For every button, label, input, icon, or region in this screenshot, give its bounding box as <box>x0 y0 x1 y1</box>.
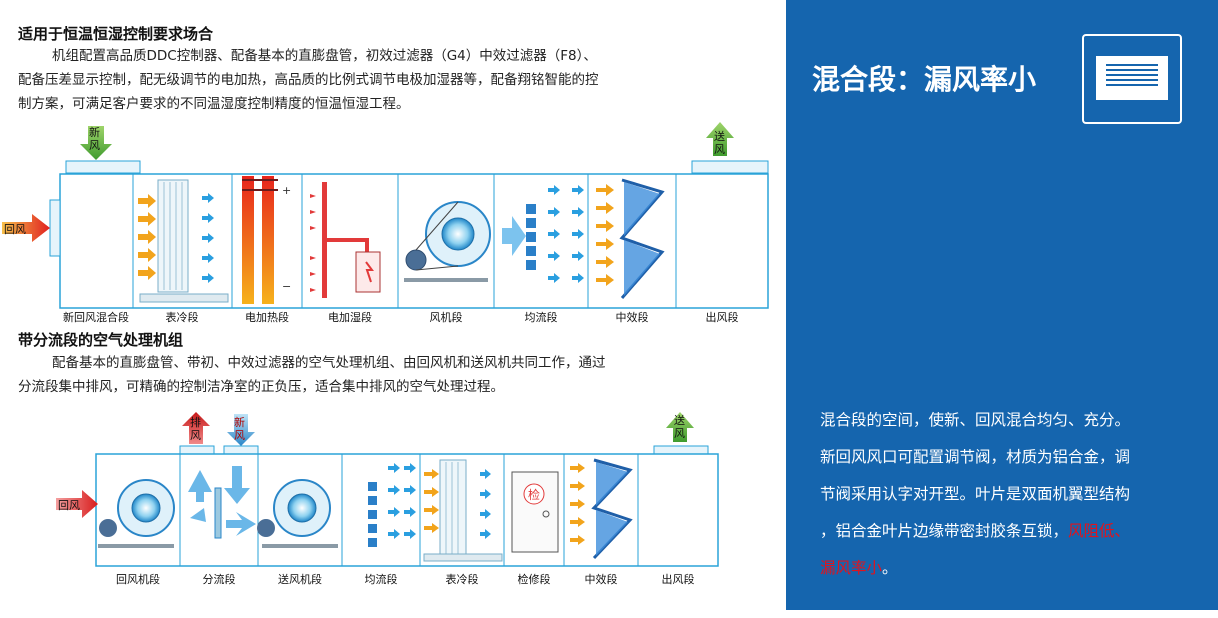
section1-paragraph: 机组配置高品质DDC控制器、配备基本的直膨盘管，初效过滤器（G4）中效过滤器（F… <box>18 44 763 116</box>
panel-line-5-tail: 。 <box>882 559 898 577</box>
panel-title: 混合段：漏风率小 <box>812 63 1037 96</box>
split-section <box>188 466 256 539</box>
segment2-label-filter: 中效段 <box>585 572 618 586</box>
medium-efficiency-filter <box>596 178 665 299</box>
flow-equalizer <box>502 185 584 283</box>
segment-label-fan: 风机段 <box>430 310 463 324</box>
section2-paragraph: 配备基本的直膨盘管、带初、中效过滤器的空气处理机组、由回风机和送风机共同工作，通… <box>18 351 763 399</box>
return-air-arrow <box>2 214 50 242</box>
louver-grille-icon <box>1082 34 1182 124</box>
return-air-label: 回风 <box>4 223 26 236</box>
panel-highlight-low-leakage: 漏风率小 <box>820 559 883 577</box>
ahu-diagram-1: 新 风 送 风 回风 <box>2 122 769 324</box>
segment-label-equalizer: 均流段 <box>525 310 558 324</box>
ahu-diagram-2: 排 风 新 风 送 风 回风 <box>56 412 719 586</box>
segment-label-cooling: 表冷段 <box>166 310 199 324</box>
segment-label-humidifying: 电加湿段 <box>328 310 372 324</box>
inspection-mark: 检 <box>528 487 540 502</box>
supply-fan <box>404 201 491 282</box>
section2-line-1: 配备基本的直膨盘管、带初、中效过滤器的空气处理机组、由回风机和送风机共同工作，通… <box>52 355 606 371</box>
svg-text:−: − <box>282 280 291 293</box>
supply-air-arrow-2 <box>666 412 694 442</box>
panel-line-5: 漏风率小。 <box>820 550 1192 587</box>
exhaust-air-label-2: 风 <box>190 429 201 442</box>
return-air-damper <box>49 199 61 257</box>
segment2-label-cooling: 表冷段 <box>446 572 479 586</box>
segment2-label-supply-fan: 送风机段 <box>278 572 322 586</box>
segment-label-mixing: 新回风混合段 <box>63 310 129 324</box>
section1-line-2: 配备压差显示控制，配无级调节的电加热，高品质的比例式调节电极加湿器等，配备翔铭智… <box>18 72 599 88</box>
supply-air-2-label-2: 风 <box>674 427 685 440</box>
return-air-arrow-2 <box>56 490 98 518</box>
panel-line-4-text: ，铝合金叶片边缘带密封胶条互锁， <box>820 522 1069 540</box>
panel-line-1: 混合段的空间，使新、回风混合均匀、充分。 <box>820 411 1131 429</box>
panel-line-4: ，铝合金叶片边缘带密封胶条互锁，风阻低、 <box>820 513 1192 550</box>
segment2-label-inspection: 检修段 <box>518 572 551 586</box>
mixing-section-panel: 混合段：漏风率小 混合段的空间，使新、回风混合均匀、充分。 新回风风口可配置调节… <box>786 0 1218 610</box>
fresh-air-inlet <box>65 160 141 174</box>
segment2-label-split: 分流段 <box>203 572 236 586</box>
segment-label-filter: 中效段 <box>616 310 649 324</box>
fresh-air-label-2: 风 <box>89 139 100 152</box>
segment-label-outlet: 出风段 <box>706 310 739 324</box>
section1-line-1: 机组配置高品质DDC控制器、配备基本的直膨盘管，初效过滤器（G4）中效过滤器（F… <box>52 48 597 64</box>
panel-line-3: 节阀采用认字对开型。叶片是双面机翼型结构 <box>820 485 1131 503</box>
supply-air-2-label-1: 送 <box>674 413 685 427</box>
supply-air-arrow <box>706 122 734 156</box>
fresh-air-2-label-1: 新 <box>234 415 245 429</box>
exhaust-air-arrow <box>182 412 210 444</box>
svg-text:+: + <box>282 184 291 197</box>
section1-line-3: 制方案，可满足客户要求的不同温湿度控制精度的恒温恒湿工程。 <box>18 96 410 112</box>
fresh-air-label-1: 新 <box>89 125 100 139</box>
section1-title: 适用于恒温恒湿控制要求场合 <box>18 25 214 43</box>
electrode-humidifier <box>310 182 381 298</box>
supply-fan-2 <box>257 479 338 548</box>
section2-line-2: 分流段集中排风，可精确的控制洁净室的正负压，适合集中排风的空气处理过程。 <box>18 379 504 395</box>
electric-heater: + − <box>242 176 291 304</box>
panel-description: 混合段的空间，使新、回风混合均匀、充分。 新回风风口可配置调节阀，材质为铝合金，… <box>820 402 1192 587</box>
cooling-coil <box>138 179 229 303</box>
segment2-label-outlet: 出风段 <box>662 572 695 586</box>
return-air-2-label: 回风 <box>58 499 80 512</box>
medium-efficiency-filter-2 <box>570 458 633 560</box>
supply-air-outlet <box>691 160 769 174</box>
supply-air-label-2: 风 <box>714 143 725 156</box>
inspection-door: 检 <box>511 471 559 553</box>
flow-equalizer-2 <box>368 463 416 547</box>
exhaust-air-label-1: 排 <box>190 415 201 429</box>
return-fan <box>98 479 175 548</box>
segment2-label-equalizer: 均流段 <box>365 572 398 586</box>
left-content: 适用于恒温恒湿控制要求场合 机组配置高品质DDC控制器、配备基本的直膨盘管，初效… <box>2 25 769 586</box>
section2-title: 带分流段的空气处理机组 <box>18 331 184 349</box>
fresh-air-2-label-2: 风 <box>234 429 245 442</box>
fresh-air-arrow-2 <box>227 414 255 446</box>
panel-highlight-low-resistance: 风阻低、 <box>1068 522 1131 540</box>
fresh-air-arrow <box>80 126 112 160</box>
segment2-label-return-fan: 回风机段 <box>116 572 160 586</box>
supply-air-label-1: 送 <box>714 129 725 143</box>
segment-label-heating: 电加热段 <box>245 310 289 324</box>
cooling-coil-2 <box>423 459 503 562</box>
panel-line-2: 新回风风口可配置调节阀，材质为铝合金，调 <box>820 448 1131 466</box>
